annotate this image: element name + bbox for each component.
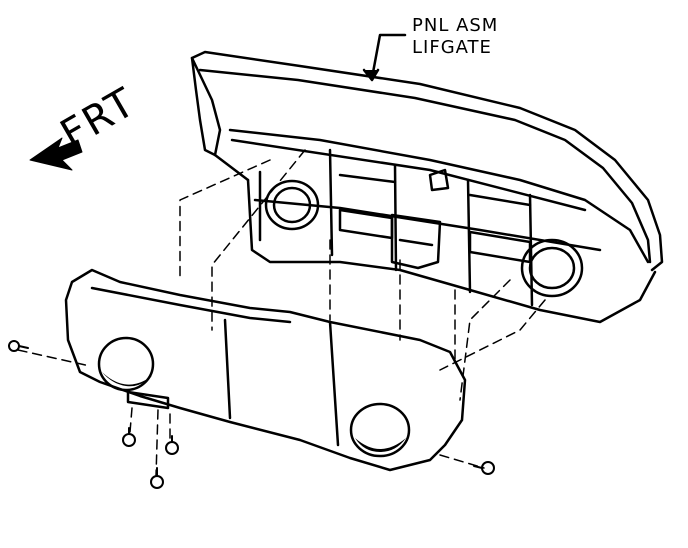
liftgate-trim-panel (64, 268, 467, 472)
liftgate-panel-assembly (190, 50, 664, 324)
callout-line-1: PNL ASM (412, 15, 499, 36)
screw-bottom-2 (150, 467, 164, 489)
speaker-shading (102, 372, 406, 452)
screw-bottom-3 (165, 435, 179, 455)
front-direction-arrow-icon (29, 137, 83, 171)
screw-right-side (473, 461, 495, 475)
callout-line-2: LIFGATE (412, 37, 492, 58)
callout-leader-arrow (362, 33, 407, 82)
screw-left-side (8, 340, 29, 352)
screw-bottom-1 (122, 427, 136, 447)
fastener-screws (8, 340, 495, 489)
part-callout-label: PNL ASM LIFGATE (412, 15, 498, 59)
alignment-lines (17, 149, 546, 477)
